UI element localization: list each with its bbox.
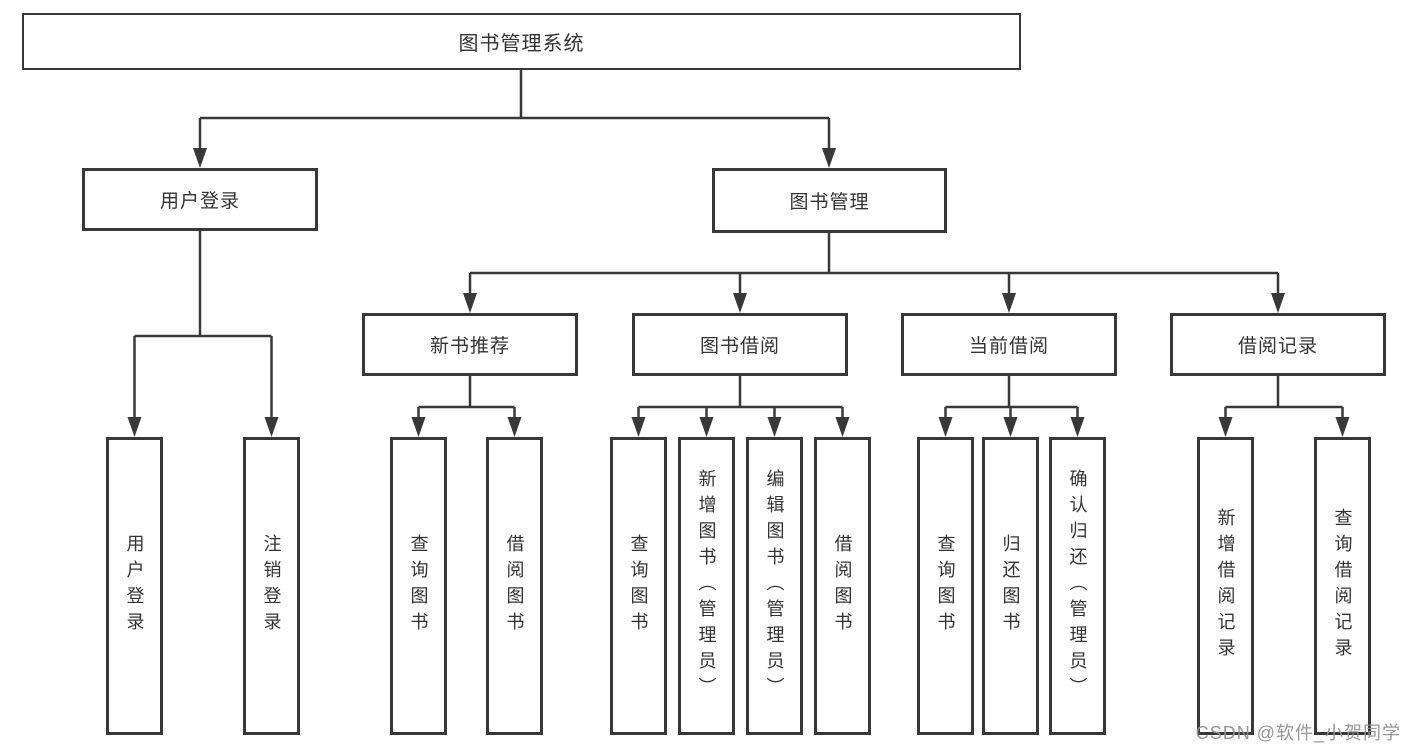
node-label: 新增图书（管理员） <box>696 469 717 703</box>
node-label: 注销登录 <box>261 534 282 638</box>
node-label: 查询图书 <box>628 534 649 638</box>
node-label: 确认归还（管理员） <box>1067 469 1088 703</box>
node-root-system: 图书管理系统 <box>22 13 1021 70</box>
leaf-user-login-action: 用户登录 <box>106 437 163 735</box>
node-label: 用户登录 <box>159 191 240 212</box>
leaf-query-book-3: 查询图书 <box>917 437 974 735</box>
node-label: 图书管理系统 <box>458 33 585 55</box>
arrowheads <box>127 148 1350 437</box>
node-current-borrow: 当前借阅 <box>901 313 1117 376</box>
node-label: 查询图书 <box>408 534 429 638</box>
node-label: 用户登录 <box>124 534 145 638</box>
node-label: 查询借阅记录 <box>1332 508 1353 664</box>
node-book-borrow: 图书借阅 <box>632 313 848 376</box>
leaf-confirm-return-admin: 确认归还（管理员） <box>1049 437 1106 735</box>
leaf-query-book-1: 查询图书 <box>390 437 447 735</box>
node-label: 图书管理 <box>789 192 870 213</box>
node-label: 图书借阅 <box>699 336 780 357</box>
leaf-query-book-2: 查询图书 <box>610 437 667 735</box>
node-label: 借阅记录 <box>1237 336 1318 357</box>
leaf-edit-book-admin: 编辑图书（管理员） <box>746 437 803 735</box>
node-borrow-record: 借阅记录 <box>1170 313 1386 376</box>
node-label: 新增借阅记录 <box>1215 508 1236 664</box>
node-label: 归还图书 <box>1000 534 1021 638</box>
leaf-query-borrow-record: 查询借阅记录 <box>1314 437 1371 735</box>
node-label: 借阅图书 <box>832 534 853 638</box>
node-label: 编辑图书（管理员） <box>764 469 785 703</box>
leaf-borrow-book-2: 借阅图书 <box>814 437 871 735</box>
leaf-add-book-admin: 新增图书（管理员） <box>678 437 735 735</box>
node-new-book-recommend: 新书推荐 <box>362 313 578 376</box>
node-label: 当前借阅 <box>968 336 1049 357</box>
leaf-return-book: 归还图书 <box>982 437 1039 735</box>
node-user-login: 用户登录 <box>82 168 318 231</box>
node-label: 查询图书 <box>935 534 956 638</box>
csdn-watermark: CSDN @软件_小贺同学 <box>1195 723 1401 743</box>
node-label: 借阅图书 <box>504 534 525 638</box>
node-label: 新书推荐 <box>429 336 510 357</box>
leaf-add-borrow-record: 新增借阅记录 <box>1197 437 1254 735</box>
node-book-management: 图书管理 <box>712 168 947 233</box>
leaf-logout: 注销登录 <box>243 437 300 735</box>
leaf-borrow-book-1: 借阅图书 <box>486 437 543 735</box>
